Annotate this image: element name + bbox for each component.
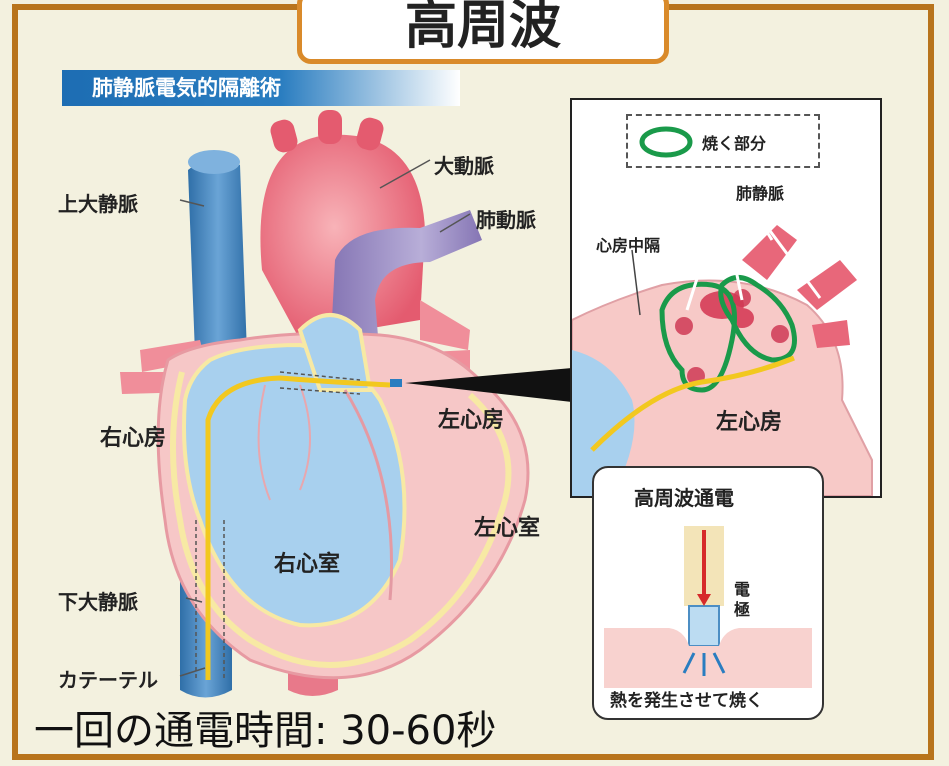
catheter-label: カテーテル [58, 668, 158, 692]
septum-label: 心房中隔 [596, 236, 661, 255]
page-title: 高周波 [297, 0, 669, 64]
legend-label: 焼く部分 [702, 134, 767, 153]
svc-label: 上大静脈 [58, 192, 138, 216]
inset-la-label: 左心房 [716, 410, 783, 435]
left-atrium-zoom [571, 199, 873, 497]
pulmonary-artery-label: 肺動脈 [476, 208, 536, 232]
svc-vessel [188, 158, 248, 380]
right-chambers [182, 342, 407, 628]
energy-duration-note: 一回の通電時間: 30-60秒 [34, 708, 497, 754]
zoom-pointer [405, 368, 572, 402]
aorta-label: 大動脈 [434, 154, 494, 178]
electrode-label: 電 極 [734, 580, 751, 619]
right-atrium-label: 右心房 [100, 426, 167, 451]
procedure-banner: 肺静脈電気的隔離術 [62, 70, 460, 106]
catheter-line [205, 375, 391, 680]
legend-box: 焼く部分 [626, 114, 820, 168]
ablation-ring-right [718, 275, 797, 363]
left-ventricle-label: 左心室 [474, 516, 541, 541]
ivc-label: 下大静脈 [58, 590, 138, 614]
right-ventricle-label: 右心室 [274, 552, 341, 577]
left-atrium-label: 左心房 [438, 408, 505, 433]
ablation-ring-left [659, 281, 737, 393]
green-ring-icon [639, 126, 693, 158]
pv-label: 肺静脈 [736, 184, 785, 203]
electrode-illustration [604, 526, 812, 688]
electrode-caption: 熱を発生させて焼く [610, 691, 763, 711]
electrode-title: 高周波通電 [634, 486, 734, 510]
svc-opening [188, 150, 240, 174]
electrode-panel: 高周波通電 電 極 熱を発生させて焼く [592, 466, 824, 720]
zoom-inset [570, 98, 882, 498]
pulmonary-artery [330, 210, 482, 360]
